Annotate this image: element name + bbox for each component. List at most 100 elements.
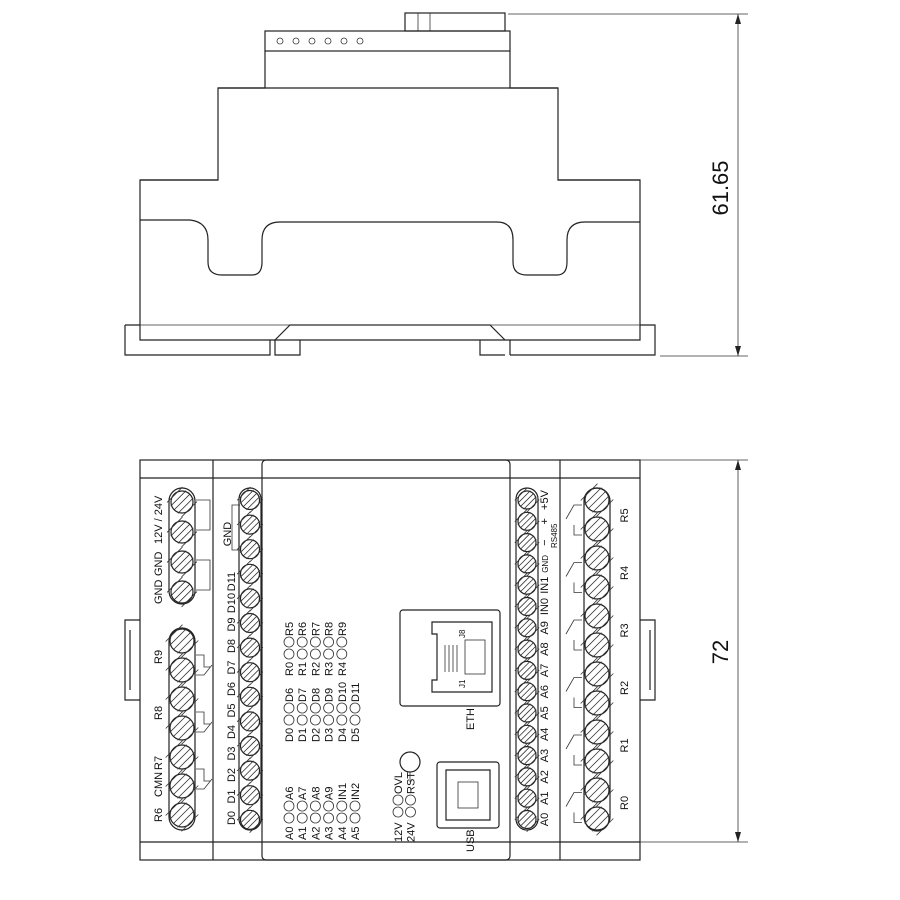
terminal-screw[interactable] <box>165 653 199 687</box>
terminal-screw[interactable] <box>165 769 199 803</box>
terminal-screw[interactable] <box>514 743 540 769</box>
label-analog: + <box>539 518 551 524</box>
led-label: D7 <box>297 688 309 702</box>
terminal-screw[interactable] <box>514 572 540 598</box>
terminal-screw[interactable] <box>165 624 199 658</box>
led-label: A9 <box>324 787 336 800</box>
relay-contact-icon <box>565 734 582 766</box>
terminal-screw[interactable] <box>514 508 540 534</box>
led-indicator <box>309 800 321 812</box>
din-rail-notch <box>140 219 640 276</box>
terminal-screw[interactable] <box>580 512 614 546</box>
led-label: D3 <box>324 728 336 742</box>
led-indicator <box>349 812 361 824</box>
label-analog: A9 <box>539 621 551 634</box>
terminal-screw[interactable] <box>514 700 540 726</box>
terminal-screw[interactable] <box>514 785 540 811</box>
label-digital: D5 <box>226 703 238 717</box>
terminal-screw[interactable] <box>236 511 264 538</box>
led-indicator <box>349 800 361 812</box>
label-analog: A1 <box>539 791 551 804</box>
led-indicator <box>323 636 335 648</box>
terminal-screw[interactable] <box>165 798 199 832</box>
label-relay: R9 <box>153 650 165 664</box>
terminal-screw[interactable] <box>236 658 264 686</box>
label-analog: +5V <box>539 489 551 510</box>
terminal-screw[interactable] <box>165 682 199 716</box>
terminal-screw[interactable] <box>236 634 264 661</box>
label-analog: A8 <box>539 642 551 655</box>
terminal-screw[interactable] <box>236 732 264 760</box>
led-label: D1 <box>297 728 309 742</box>
label-analog: A4 <box>539 728 551 741</box>
dimension-label-72: 72 <box>708 640 733 664</box>
din-clip-right <box>640 619 656 701</box>
reset-button[interactable] <box>399 751 421 773</box>
dimension-label-61-65: 61.65 <box>708 160 733 215</box>
terminal-screw[interactable] <box>580 541 614 575</box>
terminal-screw[interactable] <box>514 530 540 556</box>
led-label: D11 <box>350 683 362 702</box>
terminal-screw[interactable] <box>580 570 614 604</box>
terminal-screw[interactable] <box>580 773 614 807</box>
terminal-screw[interactable] <box>514 806 540 833</box>
label-digital: D3 <box>226 746 238 760</box>
center-module <box>261 459 511 861</box>
usb-port[interactable]: USB <box>436 761 500 852</box>
terminal-screw[interactable] <box>514 593 540 620</box>
foot-right <box>509 324 656 356</box>
terminal-screw[interactable] <box>236 806 264 834</box>
terminal-screw[interactable] <box>514 657 540 683</box>
eth-j1-label: J1 <box>458 679 467 688</box>
led-indicator <box>349 714 361 726</box>
terminal-screw[interactable] <box>236 708 264 735</box>
terminal-screw[interactable] <box>580 599 614 633</box>
terminal-screw[interactable] <box>514 636 540 662</box>
label-power: GND <box>153 552 165 577</box>
led-label: R9 <box>337 622 349 636</box>
terminal-screw[interactable] <box>514 615 540 641</box>
terminal-screw[interactable] <box>580 715 614 749</box>
led-label: IN1 <box>337 783 349 800</box>
terminal-screw[interactable] <box>236 683 264 711</box>
ethernet-port[interactable]: J8 J1 ETH <box>399 609 501 730</box>
label-relay-output: R0 <box>619 796 631 810</box>
label-analog: A2 <box>539 770 551 783</box>
terminal-screw[interactable] <box>236 535 264 563</box>
led-indicator <box>323 800 335 812</box>
terminal-screw[interactable] <box>166 576 198 608</box>
led-label: A3 <box>324 827 336 840</box>
terminal-screw[interactable] <box>580 657 614 691</box>
terminal-screw[interactable] <box>580 802 614 836</box>
terminal-screw[interactable] <box>580 686 614 720</box>
led-indicator <box>296 636 308 648</box>
terminal-screw[interactable] <box>514 721 540 747</box>
terminal-screw[interactable] <box>236 585 264 612</box>
terminal-screw[interactable] <box>236 486 264 514</box>
terminal-screw[interactable] <box>166 486 198 518</box>
terminal-screw[interactable] <box>236 609 264 637</box>
terminal-screw[interactable] <box>165 711 199 745</box>
terminal-screw[interactable] <box>166 546 198 578</box>
led-label: A1 <box>297 827 309 840</box>
terminal-screw[interactable] <box>236 781 264 809</box>
terminal-screw[interactable] <box>236 560 264 588</box>
terminal-screw[interactable] <box>514 764 540 790</box>
led-label: A2 <box>310 827 322 840</box>
terminal-screw[interactable] <box>514 679 540 705</box>
led-label: R3 <box>324 662 336 676</box>
terminal-screw[interactable] <box>580 628 614 662</box>
terminal-screw[interactable] <box>236 757 264 784</box>
label-analog: IN0 <box>539 598 551 615</box>
eth-label: ETH <box>465 708 477 730</box>
terminal-screw[interactable] <box>580 744 614 778</box>
bridge-icon <box>196 499 211 591</box>
terminal-screw[interactable] <box>166 516 198 548</box>
label-digital: D9 <box>226 617 238 631</box>
led-indicator <box>309 636 321 648</box>
terminal-screw[interactable] <box>580 483 614 517</box>
terminal-screw[interactable] <box>165 740 199 774</box>
terminal-screw[interactable] <box>514 551 540 577</box>
label-digital: D1 <box>226 789 238 803</box>
terminal-strip <box>168 627 196 831</box>
